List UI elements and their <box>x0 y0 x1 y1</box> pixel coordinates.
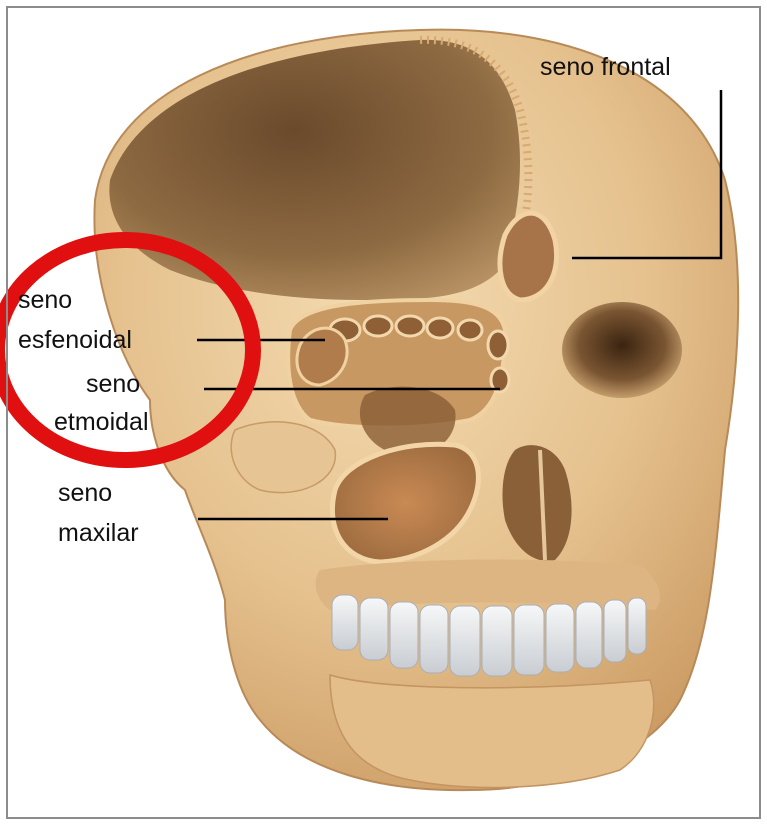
label-etmoidal-line1: seno <box>86 370 140 398</box>
label-maxilar-line1: seno <box>58 479 112 507</box>
orbit <box>562 302 682 398</box>
zygomatic-arch <box>231 422 335 493</box>
label-esfenoidal-line2: esfenoidal <box>18 326 132 354</box>
label-seno-frontal: seno frontal <box>540 53 671 81</box>
frontal-sinus <box>500 213 557 300</box>
label-etmoidal-line2: etmoidal <box>54 408 149 436</box>
label-esfenoidal-line1: seno <box>18 286 72 314</box>
label-maxilar-line2: maxilar <box>58 519 139 547</box>
cranial-cavity <box>109 40 520 300</box>
